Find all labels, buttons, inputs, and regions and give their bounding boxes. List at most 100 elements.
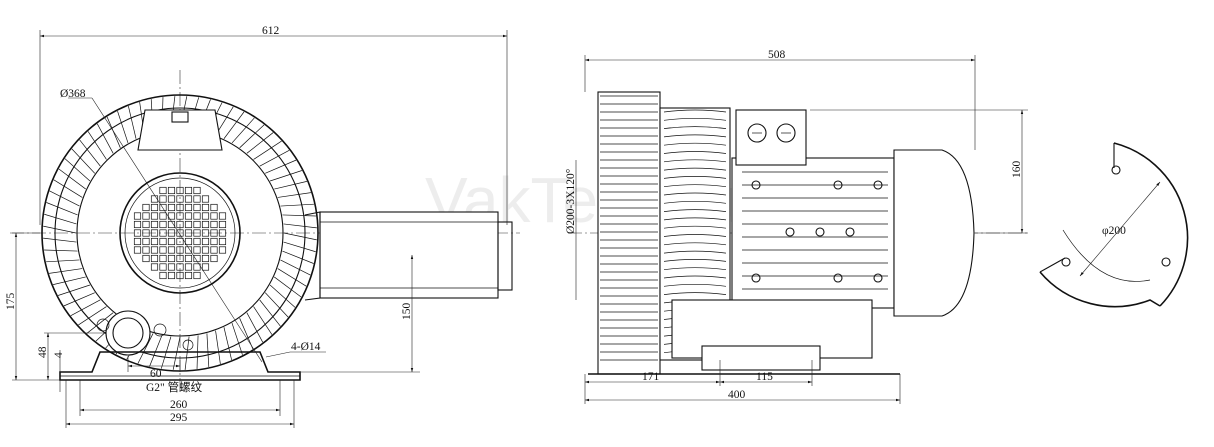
grille-cell xyxy=(133,229,142,237)
cover-fin xyxy=(663,250,727,254)
grille-cell xyxy=(184,195,193,203)
fin xyxy=(206,333,210,367)
cover-fin xyxy=(663,192,727,196)
fin xyxy=(269,284,296,308)
fin xyxy=(246,312,264,343)
blower-housing-side xyxy=(597,91,661,375)
grille-cell xyxy=(218,212,227,220)
grille-cell xyxy=(159,237,167,246)
grille-cell xyxy=(201,212,210,220)
grille-cell xyxy=(184,263,193,271)
cover-fin xyxy=(663,234,727,237)
cover-fin xyxy=(663,184,727,188)
dim-height-160: 160 xyxy=(1011,161,1023,179)
cover-fin xyxy=(663,109,727,113)
fin xyxy=(49,268,83,274)
fin xyxy=(63,292,95,307)
grille-cell xyxy=(176,229,184,237)
grille-cell xyxy=(201,246,210,254)
terminal-box-front xyxy=(137,109,223,151)
grille-cell xyxy=(210,254,218,263)
fin xyxy=(43,237,77,243)
grille-cell xyxy=(142,229,150,237)
motor-bolt xyxy=(873,273,883,283)
grille-cell xyxy=(184,229,193,237)
flange-arc-right xyxy=(1113,142,1189,307)
fin xyxy=(128,106,137,139)
grille-cell xyxy=(142,220,150,229)
fin xyxy=(46,259,80,263)
terminal-gland xyxy=(171,111,189,123)
grille-cell xyxy=(167,271,176,280)
grille-cell xyxy=(176,203,184,212)
grille-cell xyxy=(193,229,201,237)
grille-cell xyxy=(193,237,201,246)
cover-fin xyxy=(663,209,727,212)
fin xyxy=(106,116,121,148)
grille-cell xyxy=(133,212,142,220)
grille-cell xyxy=(184,186,193,195)
dim-overall-length: 508 xyxy=(768,49,786,61)
grille-cell xyxy=(167,254,176,263)
cover-fin xyxy=(663,126,727,129)
grille-cell xyxy=(201,203,210,212)
fin xyxy=(78,306,107,326)
terminal-box-side xyxy=(735,109,807,166)
grille-cell xyxy=(176,254,184,263)
cover-fin xyxy=(663,142,727,146)
fin xyxy=(253,306,273,335)
grille-cell xyxy=(159,195,167,203)
flange-bolt-hole-3 xyxy=(1161,257,1171,267)
cover-fin xyxy=(663,159,727,163)
cover-fin xyxy=(663,151,727,154)
grille-cell xyxy=(193,212,201,220)
grille-cell xyxy=(159,186,167,195)
dim-400: 400 xyxy=(728,389,746,401)
grille-cell xyxy=(201,263,210,271)
grille-cell xyxy=(210,229,218,237)
motor-ribs xyxy=(742,171,888,290)
fin xyxy=(253,140,282,160)
grille-cell xyxy=(150,254,159,263)
motor-bolt xyxy=(873,180,883,190)
grille-cell xyxy=(159,254,167,263)
grille-cell xyxy=(167,229,176,237)
cover-fin xyxy=(663,292,727,295)
grille-cell xyxy=(184,203,193,212)
grille-cell xyxy=(176,263,184,271)
grille-cell xyxy=(210,203,218,212)
grille-cell xyxy=(167,263,176,271)
motor-bolt xyxy=(785,227,795,237)
grille-cell xyxy=(218,246,227,254)
grille-cell xyxy=(184,212,193,220)
fin xyxy=(274,276,302,298)
grille-cell xyxy=(159,212,167,220)
dim-line-bolt-circle xyxy=(1079,181,1161,277)
grille-cell xyxy=(201,220,210,229)
flange-arc-lower xyxy=(1039,271,1161,308)
grille-cell xyxy=(176,212,184,220)
grille-cell xyxy=(176,271,184,280)
silencer-body-front xyxy=(319,211,499,299)
fin xyxy=(280,259,311,276)
grille-cell xyxy=(176,237,184,246)
cover-fin xyxy=(663,225,727,229)
cover-fin xyxy=(663,176,727,179)
motor-bolt xyxy=(815,227,825,237)
grille-cell xyxy=(184,254,193,263)
grille-cell xyxy=(150,246,159,254)
grille-cell xyxy=(159,220,167,229)
dim-foot-height-4: 4 xyxy=(53,352,65,358)
fin xyxy=(53,276,86,285)
grille-cell xyxy=(193,271,201,280)
front-view: Ø368 612 175 150 48 4 60 G2" 管螺纹 4-Ø14 xyxy=(5,25,520,428)
dim-outlet-offset: 150 xyxy=(401,303,413,321)
grille-cell xyxy=(218,220,227,229)
grille-cell xyxy=(167,237,176,246)
fin xyxy=(43,225,77,234)
fin xyxy=(86,312,114,334)
dim-overall-width: 612 xyxy=(262,25,280,37)
mounting-foot xyxy=(59,351,301,381)
